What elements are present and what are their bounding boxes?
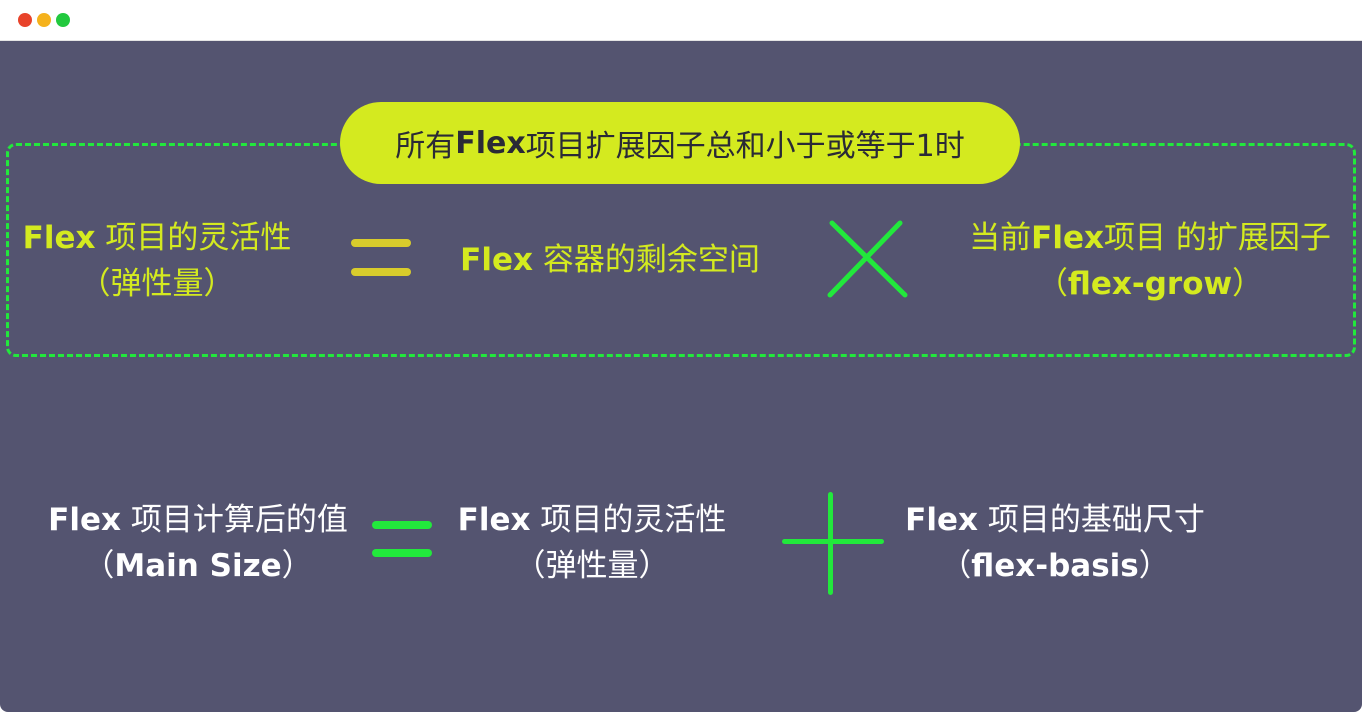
flex-grow-label: 当前Flex项目 的扩展因子 （flex-grow）: [969, 215, 1331, 307]
label-text: （弹性量）: [79, 266, 235, 302]
label-bold: Flex: [48, 502, 121, 538]
label-text: ）: [281, 548, 313, 584]
title-text: 项目扩展因子总和小于或等于1时: [525, 129, 965, 164]
label-text: 项目 的扩展因子: [1103, 220, 1331, 256]
window-titlebar: [0, 0, 1362, 41]
label-text: 项目计算后的值: [120, 502, 348, 538]
label-bold: Flex: [905, 502, 978, 538]
label-text: （: [1036, 266, 1068, 302]
label-bold: Flex: [1031, 220, 1104, 256]
multiply-icon: [827, 220, 908, 298]
title-text: 所有: [395, 129, 456, 164]
main-size-label: Flex 项目计算后的值 （Main Size）: [48, 497, 348, 589]
close-window-button[interactable]: [18, 13, 32, 27]
minimize-window-button[interactable]: [37, 13, 51, 27]
label-text: ）: [1232, 266, 1264, 302]
title-text-bold: Flex: [455, 125, 526, 161]
label-text: 项目的基础尺寸: [977, 502, 1205, 538]
label-bold: flex-basis: [971, 548, 1139, 584]
flex-basis-label: Flex 项目的基础尺寸 （flex-basis）: [905, 497, 1205, 589]
label-text: 项目的灵活性: [95, 220, 292, 256]
label-text: （: [940, 548, 972, 584]
label-text: 容器的剩余空间: [532, 242, 760, 278]
label-bold: Flex: [457, 502, 531, 538]
maximize-window-button[interactable]: [56, 13, 70, 27]
label-bold: flex-grow: [1067, 266, 1233, 302]
label-text: ）: [1138, 548, 1170, 584]
remaining-space-label: Flex 容器的剩余空间: [460, 237, 760, 283]
label-text: 项目的灵活性: [530, 502, 727, 538]
label-text: （: [83, 548, 115, 584]
label-bold: Flex: [460, 242, 533, 278]
label-bold: Flex: [22, 220, 96, 256]
label-bold: Main Size: [114, 548, 282, 584]
label-text: （弹性量）: [514, 548, 670, 584]
label-text: 当前: [969, 220, 1032, 256]
flex-item-flexibility-label: Flex 项目的灵活性 （弹性量）: [458, 497, 727, 589]
flex-item-flexibility-label: Flex 项目的灵活性 （弹性量）: [23, 215, 292, 307]
